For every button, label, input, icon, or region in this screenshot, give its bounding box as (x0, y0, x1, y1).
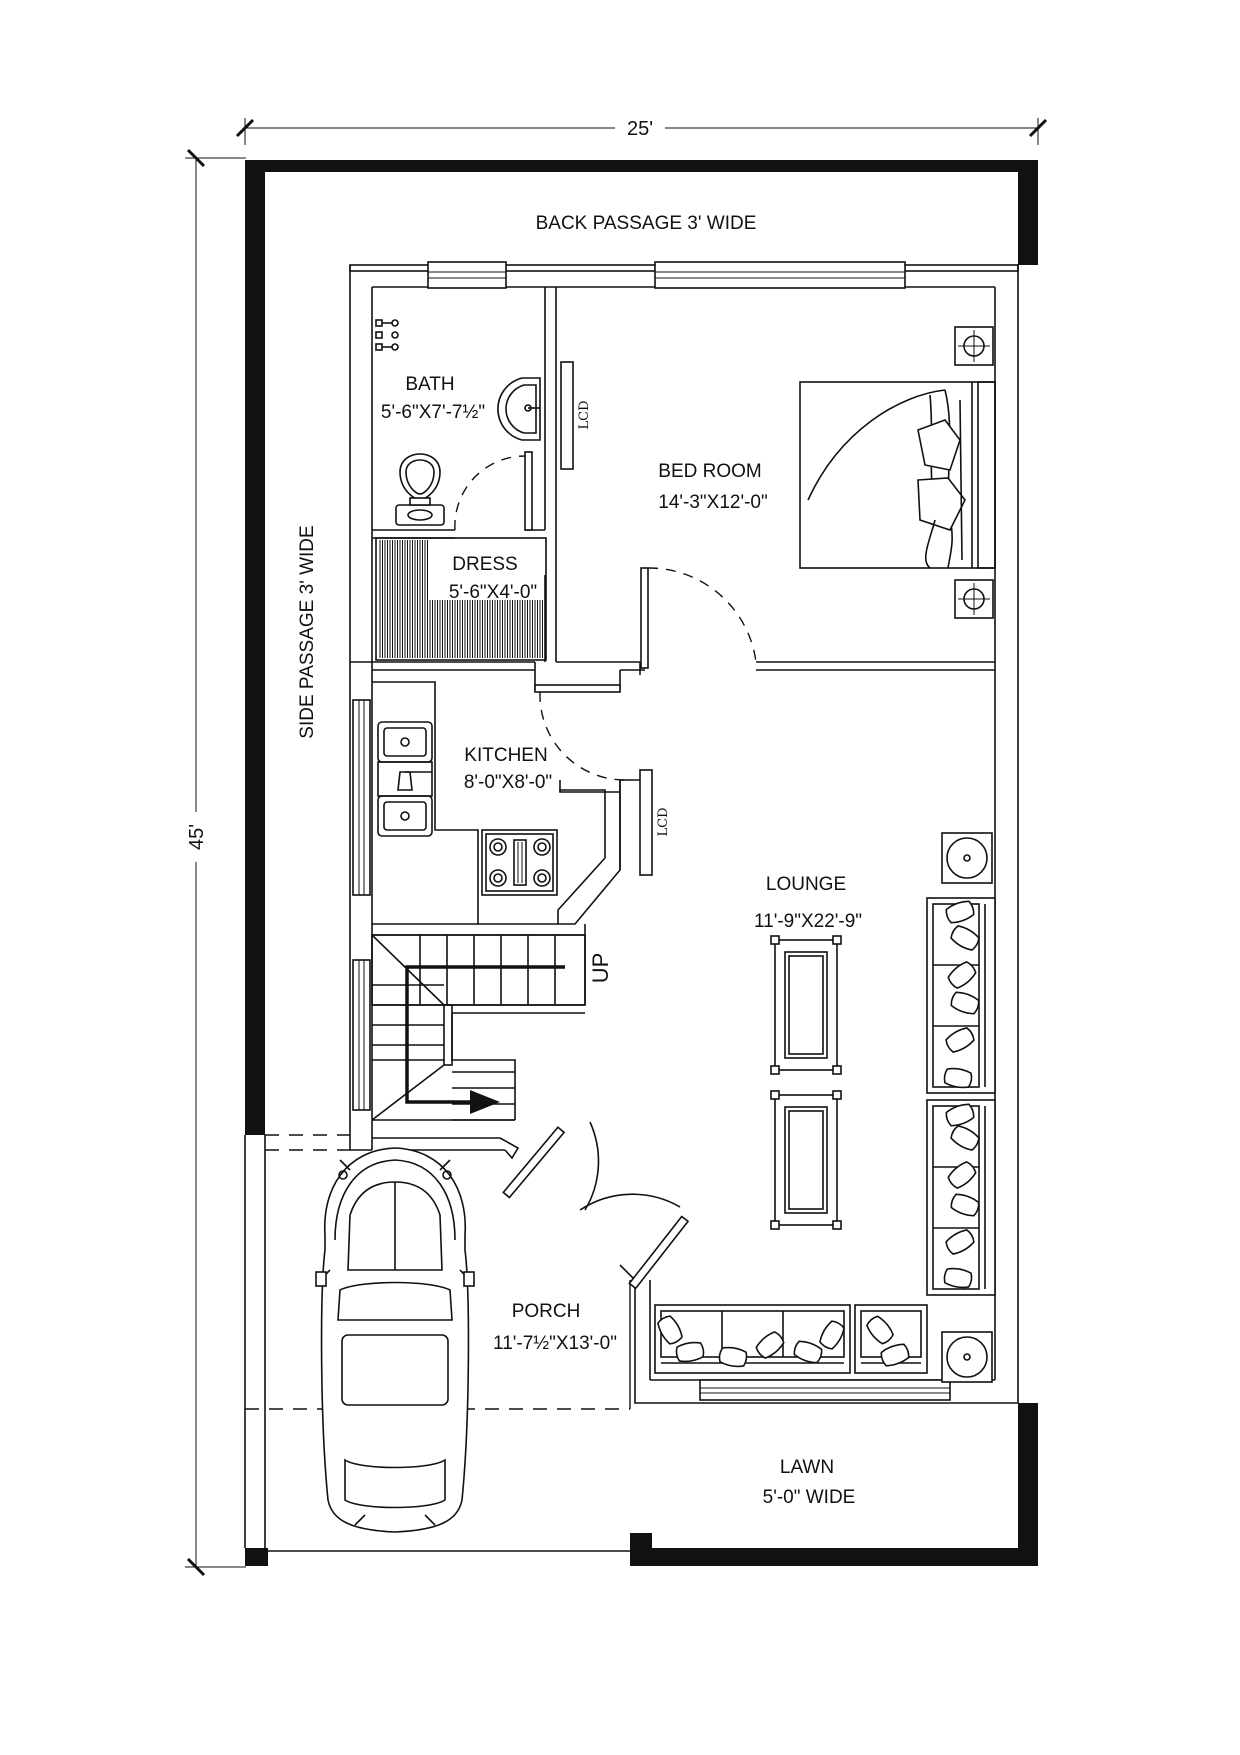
back-passage-label: BACK PASSAGE 3' WIDE (536, 213, 757, 234)
cushion-icon (943, 1067, 973, 1089)
kitchen-size: 8'-0"X8'-0" (464, 772, 552, 793)
cushion-icon (657, 1315, 683, 1345)
cushion-icon (819, 1320, 845, 1350)
kitchen-name: KITCHEN (464, 745, 547, 766)
bath-name: BATH (405, 374, 454, 395)
stove-icon (481, 829, 558, 896)
cushion-icon (880, 1343, 910, 1367)
cushion-icon (947, 961, 977, 989)
cushion-icon (945, 1103, 975, 1127)
lcd-kitchen-label: LCD (656, 807, 671, 836)
cushion-icon (950, 925, 980, 951)
coffee-table-bottom-icon (770, 1090, 842, 1230)
cushion-icon (950, 1125, 980, 1151)
lcd-bed-icon: LCD (560, 361, 592, 470)
kitchen-sink-icon (377, 721, 433, 837)
cushion-icon (945, 1027, 975, 1053)
cushion-icon (945, 1229, 975, 1255)
doors (454, 451, 757, 1290)
dress-name: DRESS (452, 554, 517, 575)
coffee-table-top-icon (770, 935, 842, 1075)
lcd-kitchen-icon: LCD (639, 769, 671, 876)
bedroom-furniture: LCD (560, 326, 996, 619)
cushion-icon (793, 1340, 823, 1364)
cushions-icon (657, 900, 980, 1368)
bed-room-name: BED ROOM (658, 461, 761, 482)
plant-pot-top-icon (941, 832, 993, 884)
side-table-bottom-icon (954, 579, 994, 619)
side-passage-label: SIDE PASSAGE 3' WIDE (297, 525, 318, 738)
wash-basin-icon (497, 377, 541, 441)
house-walls (349, 261, 1019, 1404)
cushion-icon (755, 1331, 785, 1359)
cushion-icon (866, 1315, 894, 1345)
dress-size: 5'-6"X4'-0" (449, 582, 537, 603)
stair-direction-label: UP (588, 953, 613, 984)
cushion-icon (945, 900, 975, 924)
width-dimension: 25' (235, 112, 1048, 145)
width-label: 25' (627, 118, 653, 140)
plant-pot-bottom-icon (941, 1331, 993, 1383)
dress-closet (375, 537, 547, 661)
lawn-size: 5'-0" WIDE (763, 1487, 856, 1508)
lcd-bed-label: LCD (577, 400, 592, 429)
room-labels: BACK PASSAGE 3' WIDE SIDE PASSAGE 3' WID… (297, 213, 862, 1508)
bath-fixtures (375, 319, 541, 526)
boundary-walls (244, 160, 1038, 1566)
shower-taps-icon (375, 319, 399, 351)
porch-name: PORCH (512, 1301, 581, 1322)
lounge-name: LOUNGE (766, 874, 846, 895)
bed-room-size: 14'-3"X12'-0" (658, 492, 767, 513)
bed-icon (799, 381, 996, 569)
side-table-top-icon (954, 326, 994, 366)
porch-size: 11'-7½"X13'-0" (493, 1333, 617, 1354)
kitchen-fixtures: LCD (377, 721, 671, 896)
lounge-furniture (654, 832, 996, 1383)
cushion-icon (950, 1193, 980, 1217)
depth-dimension: 45' (180, 148, 246, 1577)
cushion-icon (718, 1346, 748, 1368)
bath-size: 5'-6"X7'-7½" (381, 402, 485, 423)
cushion-icon (947, 1161, 977, 1189)
toilet-icon (395, 453, 445, 526)
lounge-size: 11'-9"X22'-9" (754, 911, 862, 932)
cushion-icon (943, 1267, 973, 1289)
depth-label: 45' (186, 824, 208, 850)
cushion-icon (675, 1341, 705, 1363)
cushion-icon (950, 991, 980, 1015)
car-icon (315, 1147, 475, 1533)
staircase: UP (371, 934, 613, 1121)
lawn-name: LAWN (780, 1457, 834, 1478)
